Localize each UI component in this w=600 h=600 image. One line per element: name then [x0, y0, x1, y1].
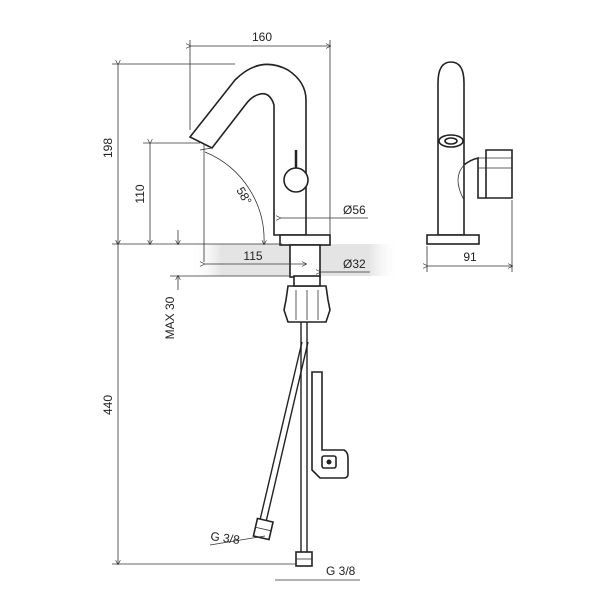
label-110: 110	[133, 184, 147, 203]
label-g38-bottom: G 3/8	[326, 564, 356, 578]
label-32: Ø32	[343, 257, 366, 271]
label-198: 198	[101, 138, 115, 158]
dimension-labels: 160 198 110 58° Ø56 115 Ø32 MAX 30 440 9…	[101, 30, 477, 578]
mount-shank	[289, 244, 321, 278]
base-ring	[279, 234, 331, 246]
faucet-front-view	[188, 63, 331, 323]
hoses	[252, 322, 349, 567]
faucet-side-view	[426, 61, 513, 245]
dimension-lines	[112, 40, 512, 581]
handle-knob	[283, 167, 309, 193]
label-160: 160	[252, 30, 272, 44]
label-g38-left: G 3/8	[210, 529, 241, 547]
label-max30: MAX 30	[163, 296, 177, 339]
label-58: 58°	[233, 185, 254, 208]
label-91: 91	[463, 250, 477, 264]
label-56: Ø56	[343, 203, 366, 217]
label-440: 440	[101, 395, 115, 415]
control-box	[311, 371, 349, 479]
spout	[188, 63, 307, 236]
label-115: 115	[243, 249, 262, 263]
